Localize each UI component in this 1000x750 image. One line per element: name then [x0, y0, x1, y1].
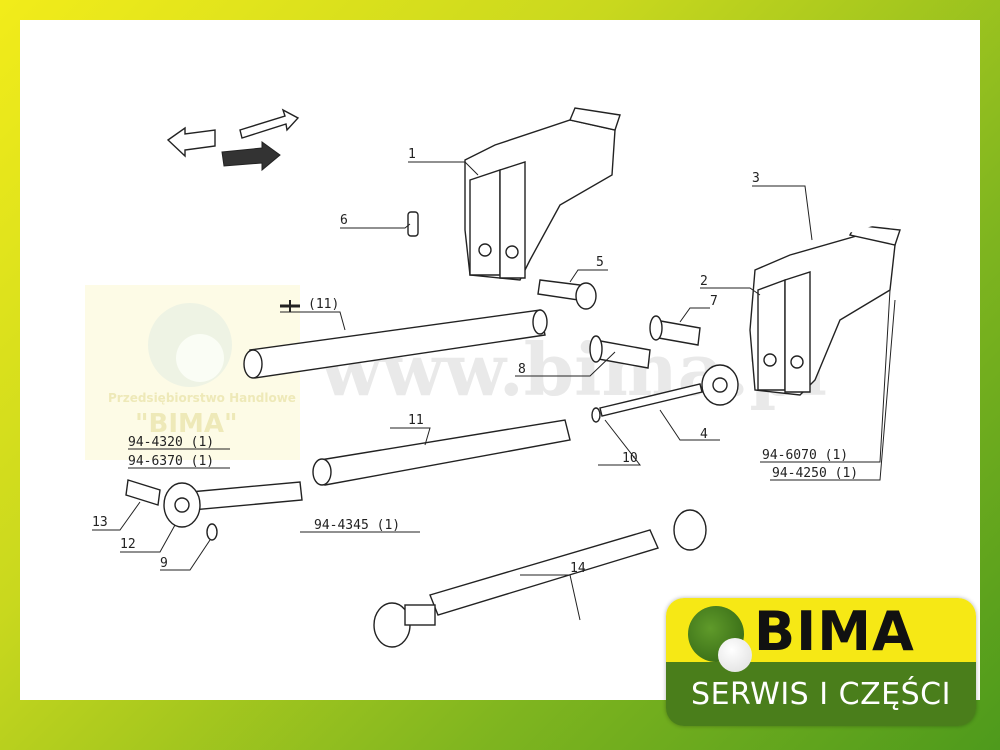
- callout-12: 12: [120, 537, 136, 552]
- clip-part-6: [407, 211, 419, 237]
- eye-bolt-part-12: [163, 481, 303, 528]
- callout-1: 1: [408, 147, 416, 162]
- callout-13: 13: [92, 515, 108, 530]
- link-rod-part-14: [373, 509, 707, 648]
- logo-ball-icon: [718, 638, 752, 672]
- bracket-part-2: [749, 224, 901, 396]
- logo-name: BIMA: [754, 600, 915, 663]
- watermark-company-line: Przedsiębiorstwo Handlowe: [108, 391, 296, 405]
- callout-5: 5: [596, 255, 604, 270]
- bracket-part-1: [464, 107, 621, 281]
- tube-part-11-upper: [243, 309, 548, 379]
- callout-11: 11: [408, 413, 424, 428]
- pin-part-7: [649, 315, 701, 346]
- rod-part-4: [599, 364, 739, 417]
- callout-2: 2: [700, 274, 708, 289]
- direction-arrows-icon: [166, 108, 300, 172]
- part-ref-94-4250: 94-4250 (1): [772, 466, 858, 481]
- watermark-logo-ball: [176, 334, 224, 382]
- clip-part-9: [206, 523, 218, 541]
- callout-8: 8: [518, 362, 526, 377]
- leader-lines: [92, 161, 896, 621]
- pin-part-5: [537, 279, 597, 310]
- watermark-company-name: "BIMA": [135, 409, 238, 439]
- part-ref-94-6070: 94-6070 (1): [762, 448, 848, 463]
- callout-10: 10: [622, 451, 638, 466]
- part-ref-94-6370: 94-6370 (1): [128, 454, 214, 469]
- callout-4: 4: [700, 427, 708, 442]
- callout-14: 14: [570, 561, 586, 576]
- callout-7: 7: [710, 294, 718, 309]
- u-bolt-part-3: [807, 116, 898, 246]
- part-ref-94-4320: 94-4320 (1): [128, 435, 214, 450]
- washer-part-10: [591, 407, 601, 423]
- callout-9: 9: [160, 556, 168, 571]
- pin-part-8: [589, 335, 651, 369]
- callout-3: 3: [752, 171, 760, 186]
- pin-part-13: [125, 479, 161, 506]
- tube-part-11: [312, 419, 571, 486]
- callout-11-ref: (11): [308, 297, 339, 312]
- part-ref-94-4345: 94-4345 (1): [314, 518, 400, 533]
- bima-logo: BIMA SERWIS I CZĘŚCI: [666, 598, 976, 726]
- callout-6: 6: [340, 213, 348, 228]
- logo-tagline: SERWIS I CZĘŚCI: [666, 662, 976, 726]
